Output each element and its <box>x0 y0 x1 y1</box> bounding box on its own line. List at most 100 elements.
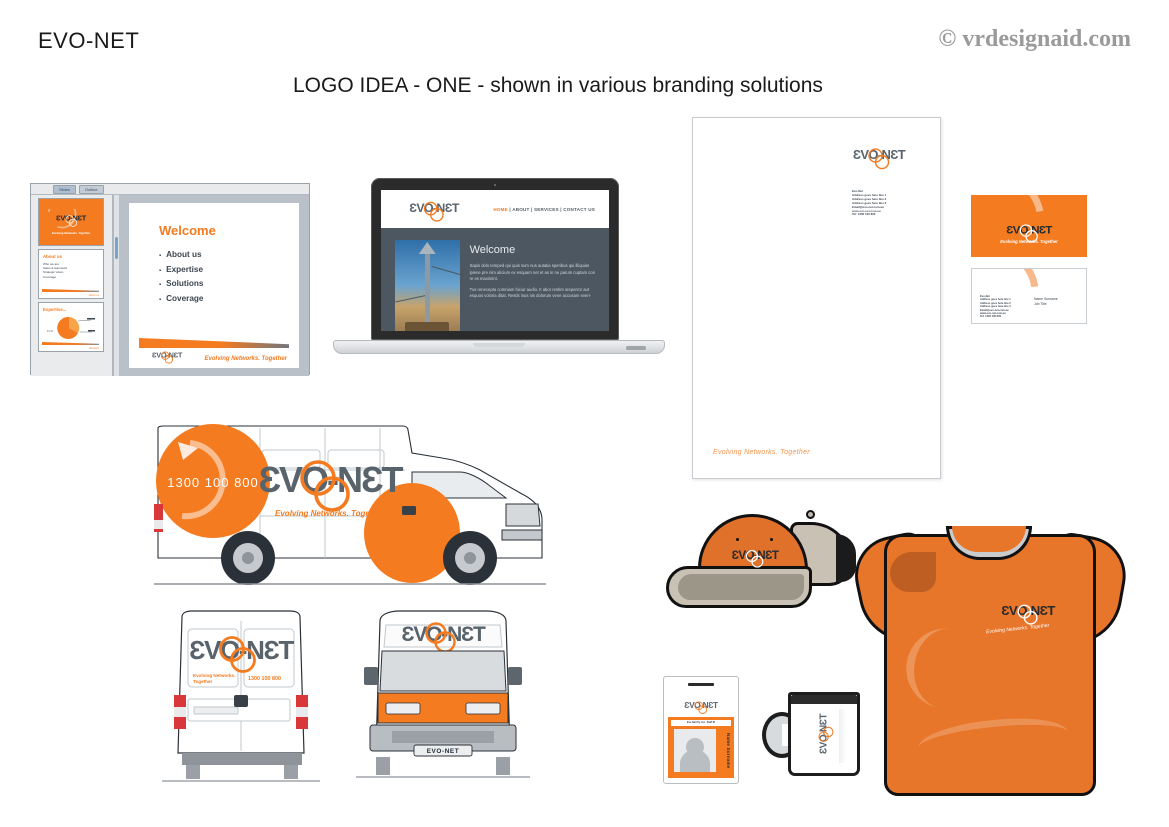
presentation-mockup: Slides Outline ƐVO-NƐT Evolving Networks… <box>30 183 310 376</box>
van-phone-number: 1300 100 800 <box>167 475 259 490</box>
slide-bullet-list: About us Expertise Solutions Coverage <box>159 250 283 303</box>
van-rear-illustration: ƐVO-NƐT Evolving Networks. Together 1300… <box>162 610 320 782</box>
mug-highlight <box>839 709 846 763</box>
address-line: Address goes here line 1 <box>980 298 1011 302</box>
slide-thumbnail[interactable]: ƐVO-NƐT Evolving Networks. Together <box>38 198 104 246</box>
laptop-indicator <box>626 346 646 350</box>
slide-editor-canvas[interactable]: Welcome About us Expertise Solutions Cov… <box>119 195 309 376</box>
tab-slides[interactable]: Slides <box>53 184 76 194</box>
slide-thumbnail[interactable]: Expertise... ƐVO Services <box>38 302 104 352</box>
svg-text:ƐVO-NƐT: ƐVO-NƐT <box>853 147 906 162</box>
van-rear-tagline: Evolving Networks. <box>193 673 235 678</box>
nav-sep: | <box>558 206 564 212</box>
address-line: Address goes here line 1 <box>852 192 887 197</box>
business-card-front: ƐVO-NƐT Evolving Networks. Together <box>971 195 1087 257</box>
slide-thumbnail-rail[interactable]: ƐVO-NƐT Evolving Networks. Together Abou… <box>31 195 113 376</box>
card-logo: ƐVO-NƐT <box>995 219 1063 243</box>
tab-outline[interactable]: Outline <box>78 184 104 194</box>
thumbnail-bullet: Coverage <box>43 274 57 279</box>
letterhead-address: Evo-Net Address goes here line 1 Address… <box>852 189 918 217</box>
address-line: Evo-Net <box>852 189 863 193</box>
svg-text:ƐVO-NƐT: ƐVO-NƐT <box>189 635 294 665</box>
cap-button <box>806 510 815 519</box>
website-main-text: Welcome Sapis dolo temped qui quis sum n… <box>470 240 597 331</box>
badge-photo-panel: Evo-Net Pty Ltd · Staff ID Name Surname <box>668 717 734 778</box>
laptop-mockup: ƐVO-NƐT HOME | ABOUT | SERVICES | CONTAC… <box>333 178 665 378</box>
nav-item-home[interactable]: HOME <box>493 206 508 212</box>
page-subtitle: LOGO IDEA - ONE - shown in various brand… <box>293 74 823 97</box>
slide-bullet: Expertise <box>159 265 283 274</box>
svg-text:Together: Together <box>193 679 213 684</box>
laptop-lid: ƐVO-NƐT HOME | ABOUT | SERVICES | CONTAC… <box>371 178 619 340</box>
nav-sep: | <box>529 206 535 212</box>
thumbnail-heading: About us <box>43 254 63 259</box>
cap-mockup: ƐVO-NƐT <box>660 508 865 620</box>
address-line: Evo-Net <box>980 295 990 298</box>
letterhead-logo: ƐVO-NƐT <box>840 142 918 170</box>
website-heading: Welcome <box>469 244 516 256</box>
card-address: Evo-Net Address goes here line 1 Address… <box>980 295 1011 319</box>
copyright-notice: © vrdesignaid.com <box>938 26 1131 52</box>
tshirt-collar-inner <box>952 526 1026 552</box>
svg-text:ƐVO-NƐT: ƐVO-NƐT <box>56 214 87 223</box>
van-rear-view: ƐVO-NƐT Evolving Networks. Together 1300… <box>160 603 322 787</box>
logo-icon: ƐVO-NƐT <box>409 201 460 222</box>
swoosh-decoration <box>42 289 99 292</box>
card-tagline: Evolving Networks. Together <box>1000 239 1058 244</box>
van-front-illustration: ƐVO-NƐT EVO-NET <box>356 610 530 778</box>
nav-item-contact-us[interactable]: CONTACT US <box>563 206 595 212</box>
slide-bullet: About us <box>159 250 283 259</box>
thumbnail-bullet: Strategic vision <box>43 270 64 275</box>
slide-title: Welcome <box>159 223 216 238</box>
svg-text:ƐVO-NƐT: ƐVO-NƐT <box>732 549 779 562</box>
badge-logo: ƐVO-NƐT <box>676 697 726 715</box>
laptop-base <box>333 340 665 354</box>
business-card-back: Evo-Net Address goes here line 1 Address… <box>971 268 1087 324</box>
logo-icon: ƐVO-NƐT <box>732 549 779 568</box>
address-line: Email@evo-net.com.au <box>980 308 1009 312</box>
website-body: Welcome Sapis dolo temped qui quis sum n… <box>381 228 609 331</box>
tower-photo <box>395 240 460 331</box>
tower-icon <box>424 248 430 326</box>
badge-strip-text: Evo-Net Pty Ltd · Staff ID <box>671 720 731 726</box>
nav-item-services[interactable]: SERVICES <box>534 206 559 212</box>
laptop-notch <box>473 343 525 347</box>
logo-icon: ƐVO-NƐT <box>152 351 183 364</box>
logo-icon: ƐVO-NƐT <box>1001 603 1056 625</box>
address-line: Tel: 1300 100 800 <box>980 315 1002 319</box>
website-screen: ƐVO-NƐT HOME | ABOUT | SERVICES | CONTAC… <box>381 190 609 331</box>
van-side-illustration: 1300 100 800 ƐVO-NƐT Evolving Networks. … <box>154 424 546 585</box>
mug-logo: ƐVO-NƐT <box>813 704 835 764</box>
mug-rim <box>791 695 857 704</box>
logo-icon: ƐVO-NƐT <box>47 209 87 229</box>
swoosh-decoration <box>139 338 289 348</box>
website-nav[interactable]: HOME | ABOUT | SERVICES | CONTACT US <box>493 207 595 212</box>
presentation-body: ƐVO-NƐT Evolving Networks. Together Abou… <box>31 195 309 376</box>
thumbnail-tagline: Services <box>89 346 99 350</box>
page-title: EVO-NET <box>38 28 140 53</box>
logo-icon: ƐVO-NƐT <box>853 147 906 170</box>
id-badge-mockup: ƐVO-NƐT Evo-Net Pty Ltd · Staff ID Name … <box>663 676 739 784</box>
address-line: Tel: 1300 100 800 <box>852 212 876 217</box>
nav-item-about[interactable]: ABOUT <box>512 206 530 212</box>
van-rear-phone: 1300 100 800 <box>248 676 281 682</box>
address-line: Address goes here line 2 <box>980 301 1011 305</box>
mug-mockup: ƐVO-NƐT <box>762 688 866 780</box>
slide-tagline: Evolving Networks. Together <box>204 356 287 362</box>
address-line: www.evo-net.com.au <box>852 208 881 213</box>
cap-logo: ƐVO-NƐT <box>720 544 790 569</box>
address-line: Address goes here line 3 <box>980 305 1011 309</box>
cap-rear-shadow <box>836 534 856 582</box>
slide-thumbnail[interactable]: About us Who we are Sales & teamwork Str… <box>38 249 104 299</box>
swoosh-decoration <box>42 342 99 345</box>
thumbnail-tagline: Evolving Networks. Together <box>51 231 91 235</box>
presentation-scrollbar[interactable] <box>113 195 119 376</box>
person-job-title: Job Title <box>1034 302 1047 306</box>
svg-text:ƐVO: ƐVO <box>47 329 54 333</box>
thumbnail-bullet: Sales & teamwork <box>43 266 68 271</box>
logo-icon: ƐVO-NƐT <box>818 714 834 754</box>
address-line: Address goes here line 2 <box>852 196 887 201</box>
website-header: ƐVO-NƐT HOME | ABOUT | SERVICES | CONTAC… <box>381 190 609 228</box>
nav-sep: | <box>507 206 513 212</box>
